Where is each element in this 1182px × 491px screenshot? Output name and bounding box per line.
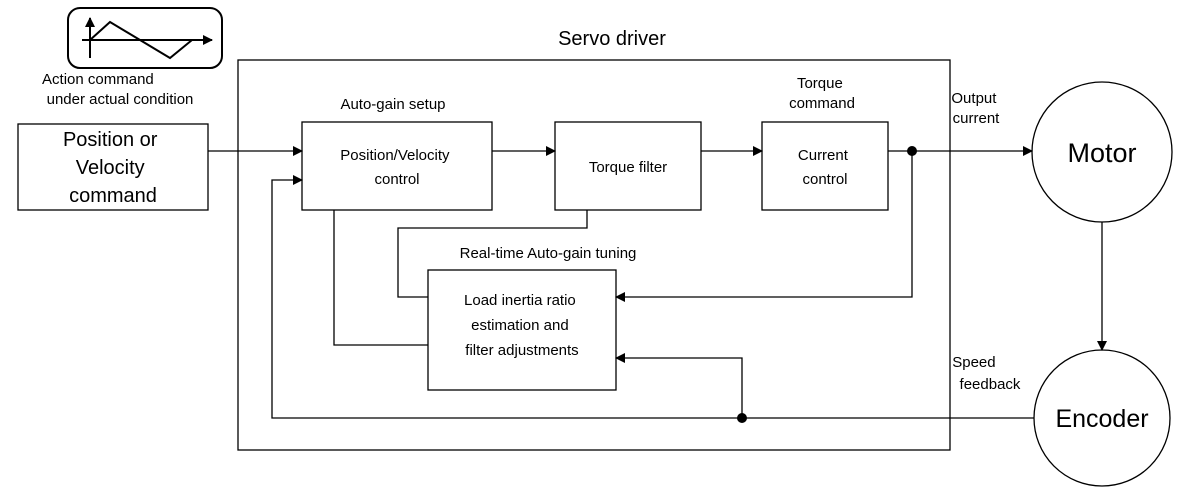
- current-control-box: [761, 121, 889, 211]
- command-box-text: Position or Velocity command: [63, 129, 163, 207]
- action-command-label: Action command under actual condition: [42, 71, 193, 108]
- load-inertia-text: Load inertia ratio estimation and filter…: [464, 292, 580, 359]
- encoder-label: Encoder: [1055, 405, 1148, 433]
- wire-output-to-estimator: [615, 151, 913, 302]
- wire-feedback-to-estimator: [615, 353, 743, 418]
- load-inertia-box: [427, 269, 617, 391]
- realtime-auto-gain-label: Real-time Auto-gain tuning: [460, 245, 637, 262]
- command-box: [17, 123, 209, 211]
- wire-speed-feedback: [271, 175, 1034, 419]
- wire-filter-to-estimator: [397, 210, 588, 298]
- torque-filter-box: [554, 121, 702, 211]
- wire-control-to-estimator: [333, 210, 428, 346]
- connections: [208, 146, 1107, 423]
- triangle-wave-icon: [67, 7, 223, 69]
- current-control-text: Current control: [798, 147, 852, 188]
- position-velocity-control-box: [301, 121, 493, 211]
- torque-command-label: Torque command: [789, 75, 855, 112]
- auto-gain-setup-label: Auto-gain setup: [340, 96, 445, 113]
- torque-filter-text: Torque filter: [589, 159, 667, 176]
- position-velocity-control-text: Position/Velocity control: [340, 147, 453, 188]
- output-current-label: Output current: [951, 90, 1000, 127]
- speed-feedback-label: Speed feedback: [952, 354, 1021, 393]
- motor-label: Motor: [1067, 138, 1136, 168]
- servo-driver-title: Servo driver: [558, 28, 666, 50]
